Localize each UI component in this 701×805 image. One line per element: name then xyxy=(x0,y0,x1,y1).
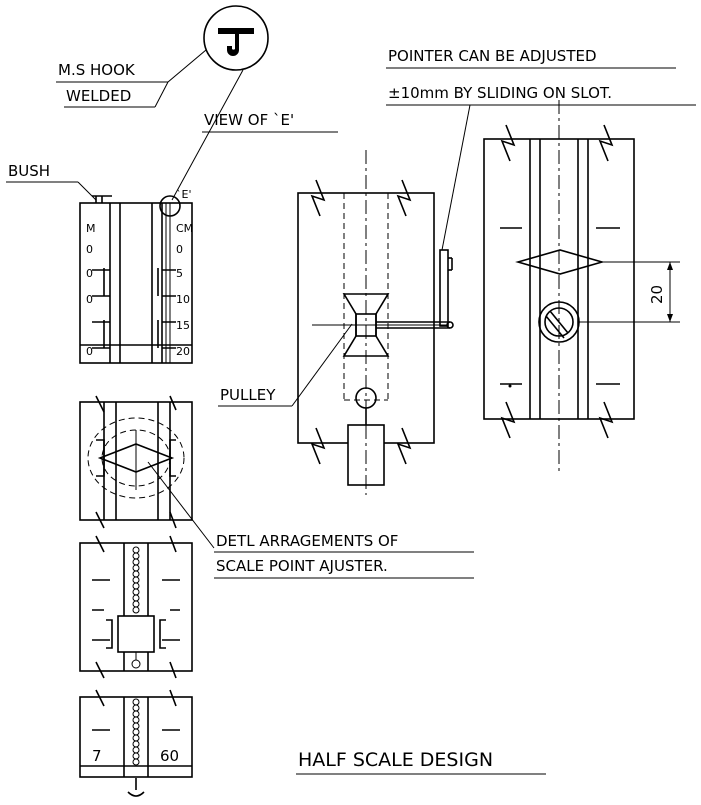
m-tick-3: 0 xyxy=(86,345,93,358)
pointer-front-view: 20 xyxy=(483,100,680,475)
scale-panel-chain xyxy=(79,535,193,679)
pulley-label: PULLEY xyxy=(218,323,353,407)
detail-text-1: DETL ARRAGEMENTS OF xyxy=(216,532,398,550)
scale-panel-bottom: 7 60 xyxy=(79,689,193,797)
hook-icon xyxy=(218,28,254,56)
scale-panel-detail xyxy=(79,395,193,529)
ms-hook-text-1: M.S HOOK xyxy=(58,61,136,79)
bottom-scale-left: 7 xyxy=(92,747,102,765)
cm-tick-2: 10 xyxy=(176,293,190,306)
m-tick-1: 0 xyxy=(86,267,93,280)
cm-tick-3: 15 xyxy=(176,319,190,332)
cm-tick-0: 0 xyxy=(176,243,183,256)
pulley-text: PULLEY xyxy=(220,386,276,404)
bush-text: BUSH xyxy=(8,162,50,180)
pointer-text-1: POINTER CAN BE ADJUSTED xyxy=(388,47,597,65)
pulley-elevation xyxy=(297,150,454,495)
dimension-text: 20 xyxy=(648,285,666,304)
view-of-e-text: VIEW OF `E' xyxy=(204,111,294,129)
view-e-detail xyxy=(203,5,269,71)
bush-label: BUSH xyxy=(6,162,97,201)
chain-links xyxy=(132,546,140,614)
detail-label: DETL ARRAGEMENTS OF SCALE POINT AJUSTER. xyxy=(147,461,474,579)
m-tick-0: 0 xyxy=(86,243,93,256)
ms-hook-text-2: WELDED xyxy=(66,87,131,105)
drawing-title: HALF SCALE DESIGN xyxy=(298,749,493,771)
scale-panel-top: `E' M CM 0 0 0 0 0 5 10 15 20 xyxy=(79,188,193,364)
title-block: HALF SCALE DESIGN xyxy=(296,749,546,775)
pointer-text-2: ±10mm BY SLIDING ON SLOT. xyxy=(388,84,612,102)
cm-tick-4: 20 xyxy=(176,345,190,358)
m-tick-2: 0 xyxy=(86,293,93,306)
view-of-e-label: VIEW OF `E' xyxy=(171,69,338,201)
scale-unit-cm: CM xyxy=(176,222,193,235)
e-marker-text: `E' xyxy=(176,188,191,201)
ms-hook-label: M.S HOOK WELDED xyxy=(56,49,207,108)
counter-weight xyxy=(117,615,155,653)
bottom-scale-right: 60 xyxy=(160,747,179,765)
pointer-label: POINTER CAN BE ADJUSTED ±10mm BY SLIDING… xyxy=(386,47,696,251)
e-marker-circle xyxy=(159,195,181,217)
scale-unit-m: M xyxy=(86,222,96,235)
bottom-chain-links xyxy=(132,698,140,766)
view-e-circle xyxy=(203,5,269,71)
cm-tick-1: 5 xyxy=(176,267,183,280)
detail-text-2: SCALE POINT AJUSTER. xyxy=(216,557,388,575)
